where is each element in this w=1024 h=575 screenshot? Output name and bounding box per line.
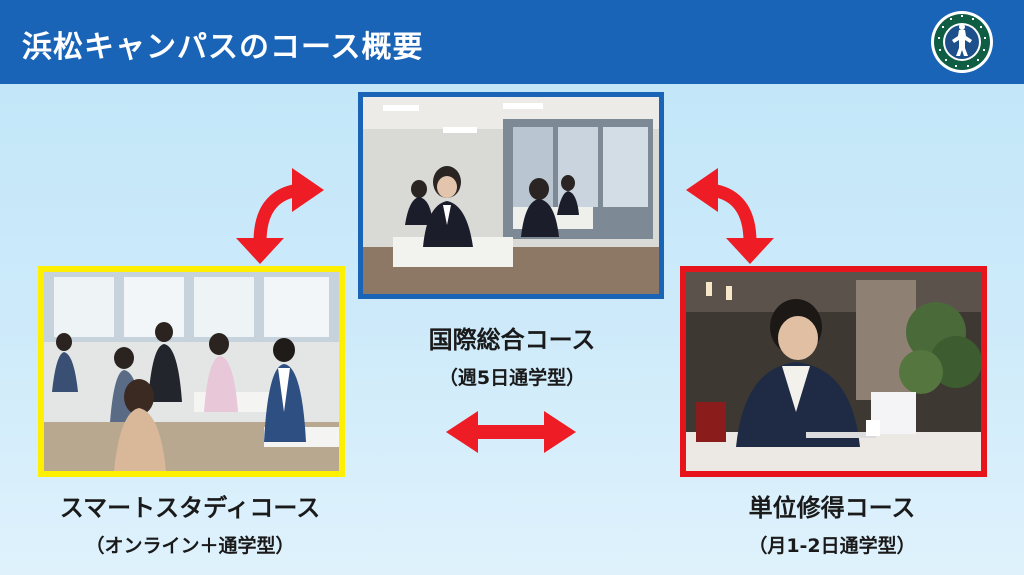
classroom-students-photo xyxy=(358,92,664,299)
curved-double-arrow-icon xyxy=(236,168,324,264)
student-with-laptop-photo xyxy=(680,266,987,477)
curved-double-arrow-icon xyxy=(686,168,774,264)
page-title: 浜松キャンパスのコース概要 xyxy=(22,30,424,65)
horizontal-double-arrow-icon xyxy=(446,411,576,453)
course-schedule-credit: （月1-2日通学型） xyxy=(748,535,916,557)
group-classroom-photo xyxy=(38,266,345,477)
course-name-international: 国際総合コース xyxy=(428,326,596,354)
course-schedule-smart-study: （オンライン＋通学型） xyxy=(85,535,295,557)
school-emblem-icon xyxy=(930,10,994,74)
course-schedule-international: （週5日通学型） xyxy=(438,367,586,389)
course-name-credit: 単位修得コース xyxy=(748,494,916,522)
header-bar: 浜松キャンパスのコース概要 xyxy=(0,0,1024,84)
course-name-smart-study: スマートスタディコース xyxy=(59,494,321,522)
